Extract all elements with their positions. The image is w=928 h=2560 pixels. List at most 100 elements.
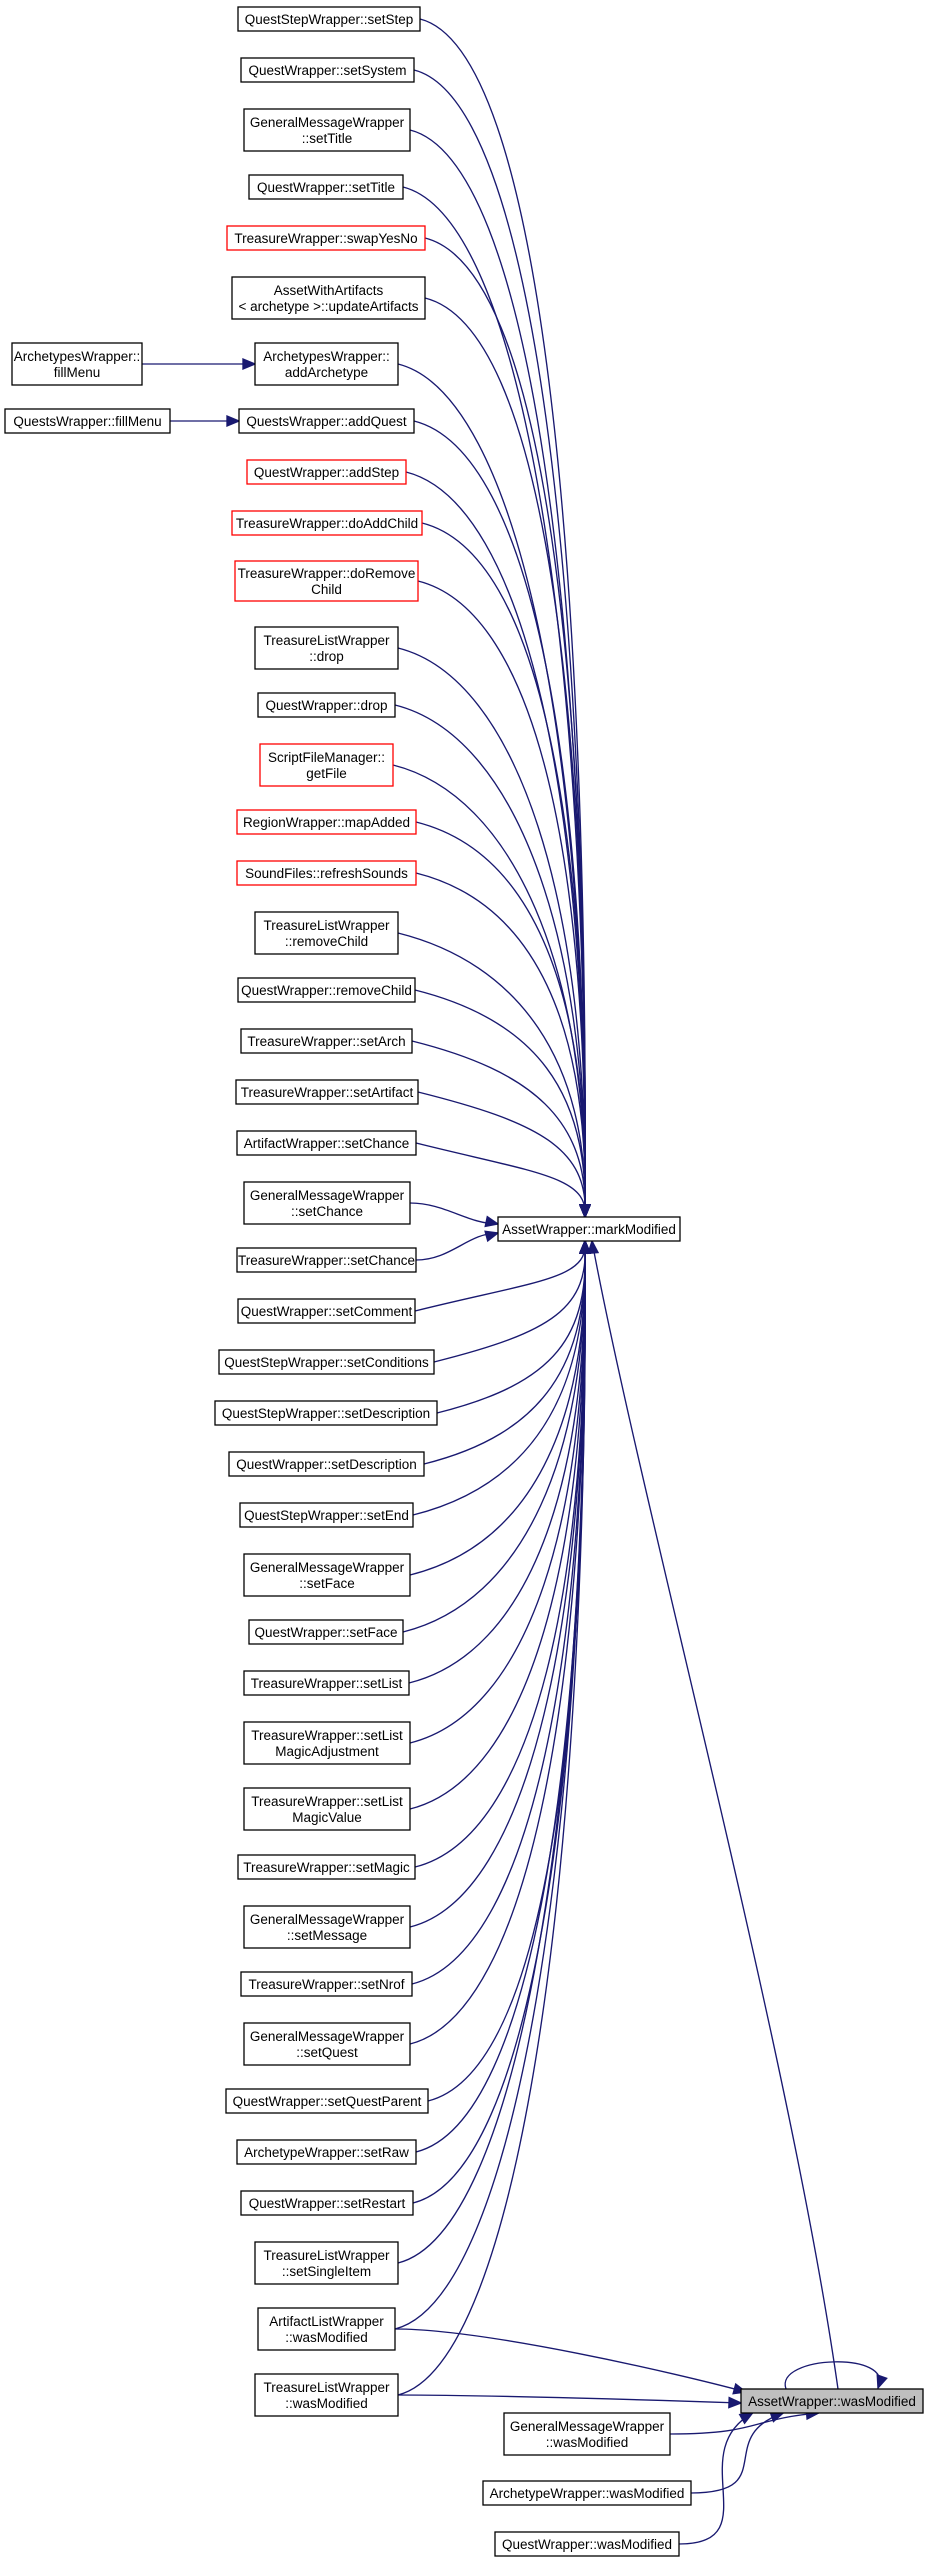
function-node-label: TreasureListWrapper	[263, 633, 390, 648]
function-node[interactable]: QuestWrapper::setSystem	[240, 57, 415, 83]
function-node-label: GeneralMessageWrapper	[510, 2419, 665, 2434]
call-edge-arrowhead	[242, 357, 257, 371]
call-edge-line	[397, 647, 586, 1218]
call-edge-line	[784, 2361, 881, 2390]
function-node[interactable]: QuestStepWrapper::setConditions	[218, 1349, 435, 1375]
function-node-label: TreasureWrapper::doAddChild	[236, 516, 418, 531]
function-node[interactable]: QuestWrapper::setFace	[248, 1619, 404, 1645]
edge-layer	[142, 18, 888, 2545]
function-node-label: ::setFace	[299, 1576, 355, 1591]
function-node-label: GeneralMessageWrapper	[250, 1560, 405, 1575]
call-edge-line	[424, 297, 586, 1218]
function-node[interactable]: ScriptFileManager::getFile	[259, 743, 394, 787]
function-node-label: TreasureListWrapper	[263, 918, 390, 933]
function-node[interactable]: ArchetypeWrapper::wasModified	[482, 2480, 692, 2506]
function-node[interactable]: QuestsWrapper::fillMenu	[4, 408, 171, 434]
function-node[interactable]: ArtifactWrapper::setChance	[236, 1130, 417, 1156]
function-node[interactable]: TreasureWrapper::setList	[243, 1670, 410, 1696]
function-node[interactable]: GeneralMessageWrapper::setChance	[243, 1181, 411, 1225]
function-node[interactable]: TreasureListWrapper::wasModified	[254, 2373, 399, 2417]
function-node[interactable]: QuestStepWrapper::setDescription	[214, 1400, 438, 1426]
call-edge	[402, 186, 592, 1219]
function-node-label: QuestWrapper::addStep	[254, 465, 399, 480]
function-node-label: GeneralMessageWrapper	[250, 1188, 405, 1203]
call-edge	[415, 1142, 592, 1219]
function-node-label: ArchetypeWrapper::setRaw	[244, 2145, 409, 2160]
function-node-label: ArtifactWrapper::setChance	[244, 1136, 410, 1151]
function-node[interactable]: ArchetypesWrapper::addArchetype	[254, 342, 399, 386]
function-node[interactable]: QuestWrapper::removeChild	[237, 977, 416, 1003]
function-node[interactable]: QuestWrapper::setDescription	[228, 1451, 425, 1477]
function-node[interactable]: TreasureWrapper::swapYesNo	[226, 225, 426, 251]
call-edge-line	[397, 2394, 742, 2404]
call-edge-line	[414, 1240, 586, 1312]
function-node-label: QuestWrapper::setSystem	[248, 63, 406, 78]
function-node-box	[231, 510, 423, 536]
function-node-label: < archetype >::updateArtifacts	[238, 299, 418, 314]
call-edge-line	[409, 1202, 499, 1225]
call-edge	[397, 932, 592, 1219]
function-node-box	[236, 860, 417, 886]
function-node[interactable]: QuestWrapper::drop	[257, 692, 396, 718]
call-edge-line	[591, 1240, 839, 2390]
call-edge	[409, 1239, 592, 1744]
function-node[interactable]: AssetWrapper::markModified	[497, 1216, 681, 1242]
function-node-label: TreasureWrapper::swapYesNo	[234, 231, 417, 246]
function-node[interactable]: TreasureWrapper::setArch	[240, 1028, 413, 1054]
call-edge-arrowhead	[578, 1239, 592, 1254]
function-node-box	[243, 2022, 411, 2066]
function-node-box	[240, 1028, 413, 1054]
function-node[interactable]: TreasureListWrapper::drop	[254, 626, 399, 670]
function-node[interactable]: RegionWrapper::mapAdded	[236, 809, 417, 835]
function-node[interactable]: GeneralMessageWrapper::setFace	[243, 1553, 411, 1597]
function-node[interactable]: ArchetypeWrapper::setRaw	[236, 2139, 417, 2165]
function-node[interactable]: GeneralMessageWrapper::setTitle	[243, 108, 411, 152]
function-node[interactable]: QuestWrapper::setTitle	[248, 174, 404, 200]
function-node[interactable]: QuestStepWrapper::setStep	[237, 6, 421, 32]
function-node[interactable]: ArtifactListWrapper::wasModified	[257, 2307, 396, 2351]
call-edge	[424, 237, 592, 1219]
call-edge-line	[415, 1232, 499, 1261]
function-node[interactable]: QuestWrapper::addStep	[246, 459, 407, 485]
function-node[interactable]: QuestsWrapper::addQuest	[238, 408, 415, 434]
call-edge	[436, 1239, 592, 1414]
call-edge-arrowhead	[587, 1239, 600, 1255]
function-node[interactable]: SoundFiles::refreshSounds	[236, 860, 417, 886]
function-node-label: addArchetype	[285, 365, 368, 380]
function-node[interactable]: QuestWrapper::setComment	[237, 1298, 416, 1324]
function-node[interactable]: ArchetypesWrapper::fillMenu	[11, 342, 143, 386]
call-edge-line	[415, 872, 586, 1218]
function-node[interactable]: TreasureWrapper::setChance	[236, 1247, 417, 1273]
function-node-box	[225, 2088, 429, 2114]
function-node[interactable]: TreasureWrapper::setNrof	[240, 1971, 413, 1997]
function-node[interactable]: TreasureWrapper::doAddChild	[231, 510, 423, 536]
call-edge-line	[415, 1142, 586, 1218]
function-node[interactable]: QuestWrapper::setQuestParent	[225, 2088, 429, 2114]
function-node-box	[228, 1451, 425, 1477]
call-edge-line	[392, 764, 586, 1218]
function-node[interactable]: TreasureWrapper::setArtifact	[235, 1079, 419, 1105]
function-node-label: ArchetypesWrapper::	[14, 349, 141, 364]
function-node-label: GeneralMessageWrapper	[250, 2029, 405, 2044]
function-node-box	[237, 1298, 416, 1324]
function-node-label: SoundFiles::refreshSounds	[245, 866, 408, 881]
function-node[interactable]: TreasureWrapper::setMagic	[237, 1854, 416, 1880]
function-node[interactable]: GeneralMessageWrapper::wasModified	[503, 2412, 671, 2456]
call-edge	[421, 522, 592, 1219]
function-node[interactable]: QuestStepWrapper::setEnd	[239, 1502, 414, 1528]
function-node[interactable]: TreasureListWrapper::removeChild	[254, 911, 399, 955]
function-node[interactable]: QuestWrapper::wasModified	[494, 2531, 680, 2557]
function-node-box	[240, 1971, 413, 1997]
function-node-box	[243, 1553, 411, 1597]
function-node[interactable]: QuestWrapper::setRestart	[240, 2190, 414, 2216]
function-node[interactable]: GeneralMessageWrapper::setQuest	[243, 2022, 411, 2066]
function-node-box	[237, 1854, 416, 1880]
function-node[interactable]: AssetWithArtifacts< archetype >::updateA…	[231, 276, 426, 320]
function-node[interactable]: TreasureListWrapper::setSingleItem	[254, 2241, 399, 2285]
function-node[interactable]: GeneralMessageWrapper::setMessage	[243, 1905, 411, 1949]
call-edge-line	[414, 989, 586, 1218]
call-edge	[587, 1239, 839, 2390]
